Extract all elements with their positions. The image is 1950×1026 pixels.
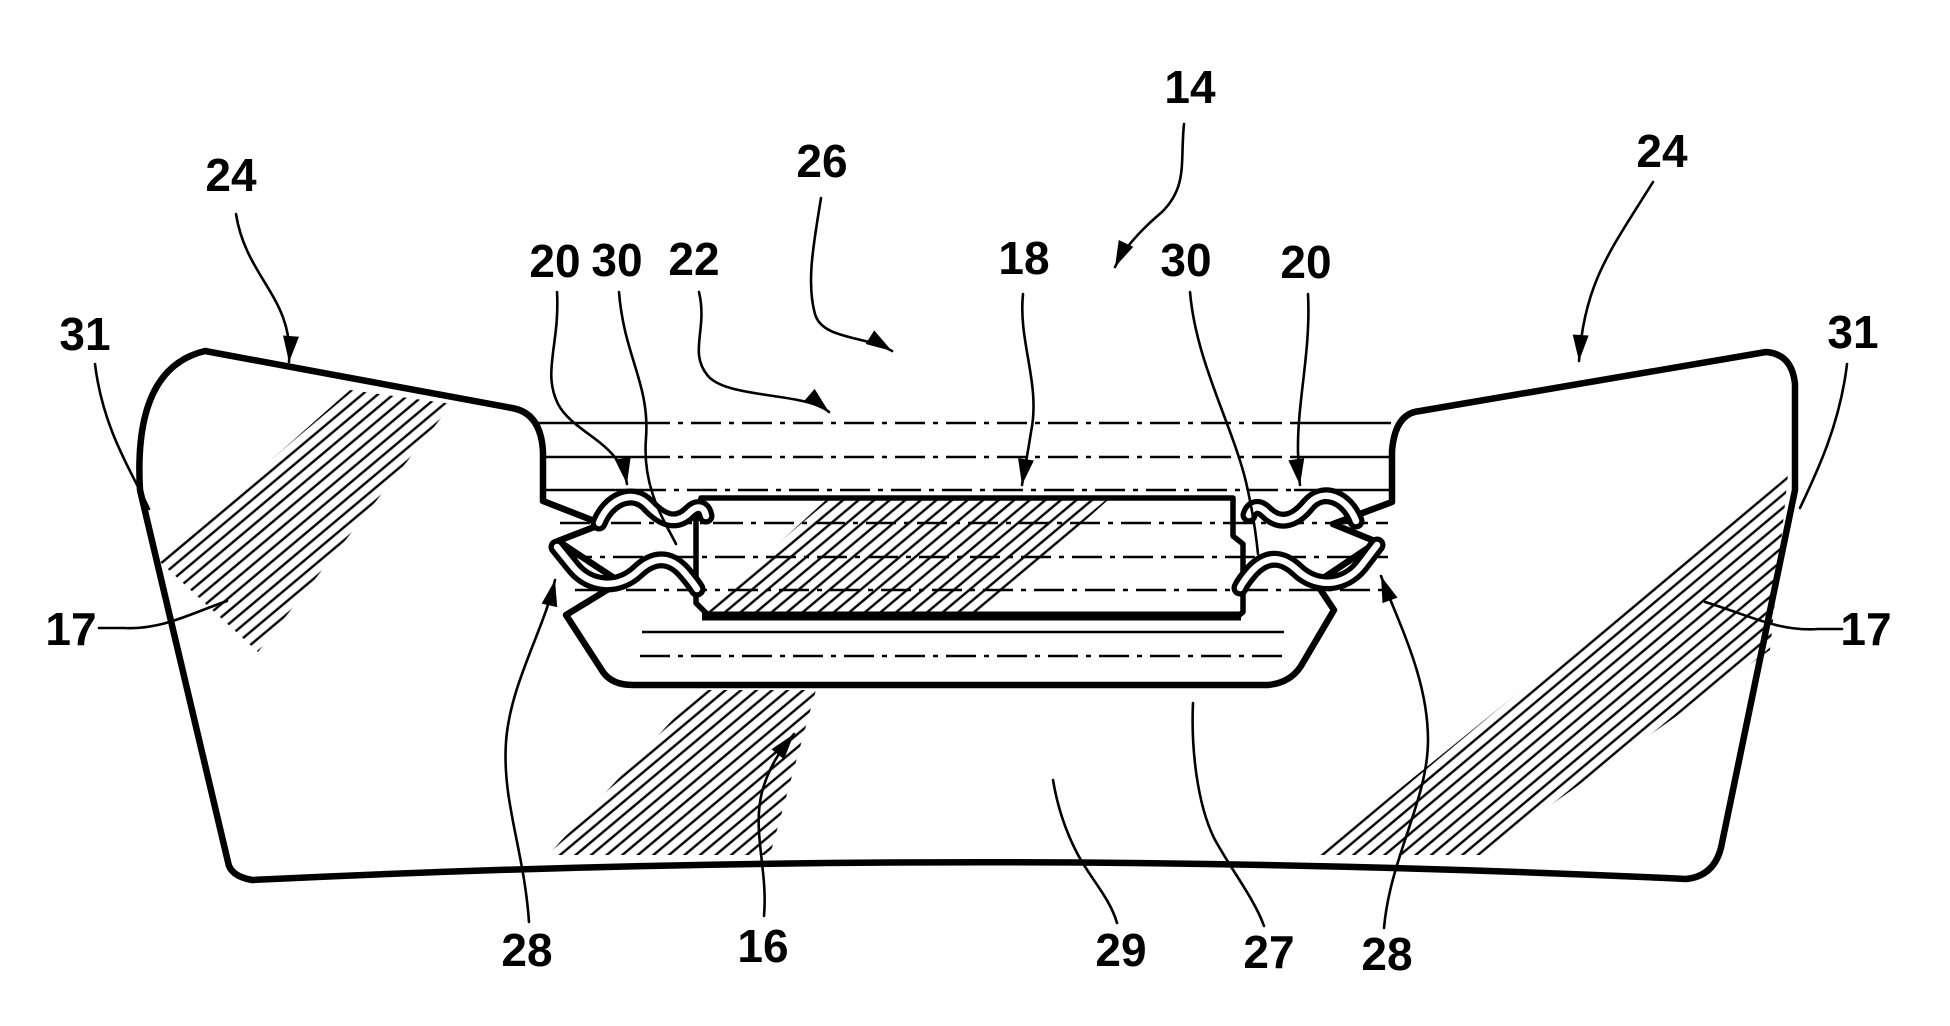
ref-label-31-left: 31 [59,308,110,360]
ref-label-26: 26 [796,135,847,187]
leader-14 [1113,122,1186,269]
leader-27 [1191,701,1266,928]
leader-28-right [1379,574,1430,930]
leader-31-left [93,362,151,511]
leader-20-right [1288,292,1310,487]
section-hatching [158,390,1788,855]
ref-label-31-right: 31 [1827,306,1878,358]
ref-label-24-right: 24 [1636,125,1688,177]
ref-label-20-left: 20 [529,235,580,287]
spring-upper-right [1240,487,1365,530]
leader-24-left [234,212,299,364]
spring-clips [548,487,1386,598]
hatch-right-flange [1318,474,1788,855]
ref-label-20-right: 20 [1280,236,1331,288]
hatch-left-flange [158,390,452,652]
spring-lower-right [1231,536,1386,597]
ref-label-16: 16 [737,920,788,972]
leader-28-left [504,578,558,924]
leader-22 [697,290,831,414]
ref-label-28-right: 28 [1361,928,1412,980]
ref-label-24-left: 24 [205,149,257,201]
ref-label-30-right: 30 [1160,234,1211,286]
leader-16 [757,732,796,918]
leader-30-left [617,290,678,546]
spring-lower-left [548,538,706,598]
hatch-bottom-center [548,690,816,855]
leader-20-left [549,290,631,486]
reference-numerals: 24 31 17 20 30 22 26 18 14 30 20 24 31 1… [45,61,1891,980]
ref-label-29: 29 [1095,924,1146,976]
ref-label-17-right: 17 [1840,603,1891,655]
carrier-body-outline [136,347,1799,884]
leader-18 [1018,292,1035,487]
central-plate-18 [693,495,1246,621]
leader-31-right [1798,362,1849,510]
leader-26 [809,196,894,353]
leader-lines [93,122,1849,930]
leader-17-left [97,599,229,630]
ref-label-14: 14 [1164,61,1216,113]
leader-17-right [1703,600,1844,631]
ref-label-18: 18 [998,232,1049,284]
leader-24-right [1572,180,1655,363]
ref-label-28-left: 28 [501,924,552,976]
hatch-plate-18 [702,500,1108,613]
spring-upper-left [590,488,715,532]
ref-label-22: 22 [668,233,719,285]
leader-29 [1051,778,1119,925]
ref-label-27: 27 [1243,926,1294,978]
leader-30-right [1188,290,1260,556]
ref-label-17-left: 17 [45,603,96,655]
ref-label-30-left: 30 [591,234,642,286]
